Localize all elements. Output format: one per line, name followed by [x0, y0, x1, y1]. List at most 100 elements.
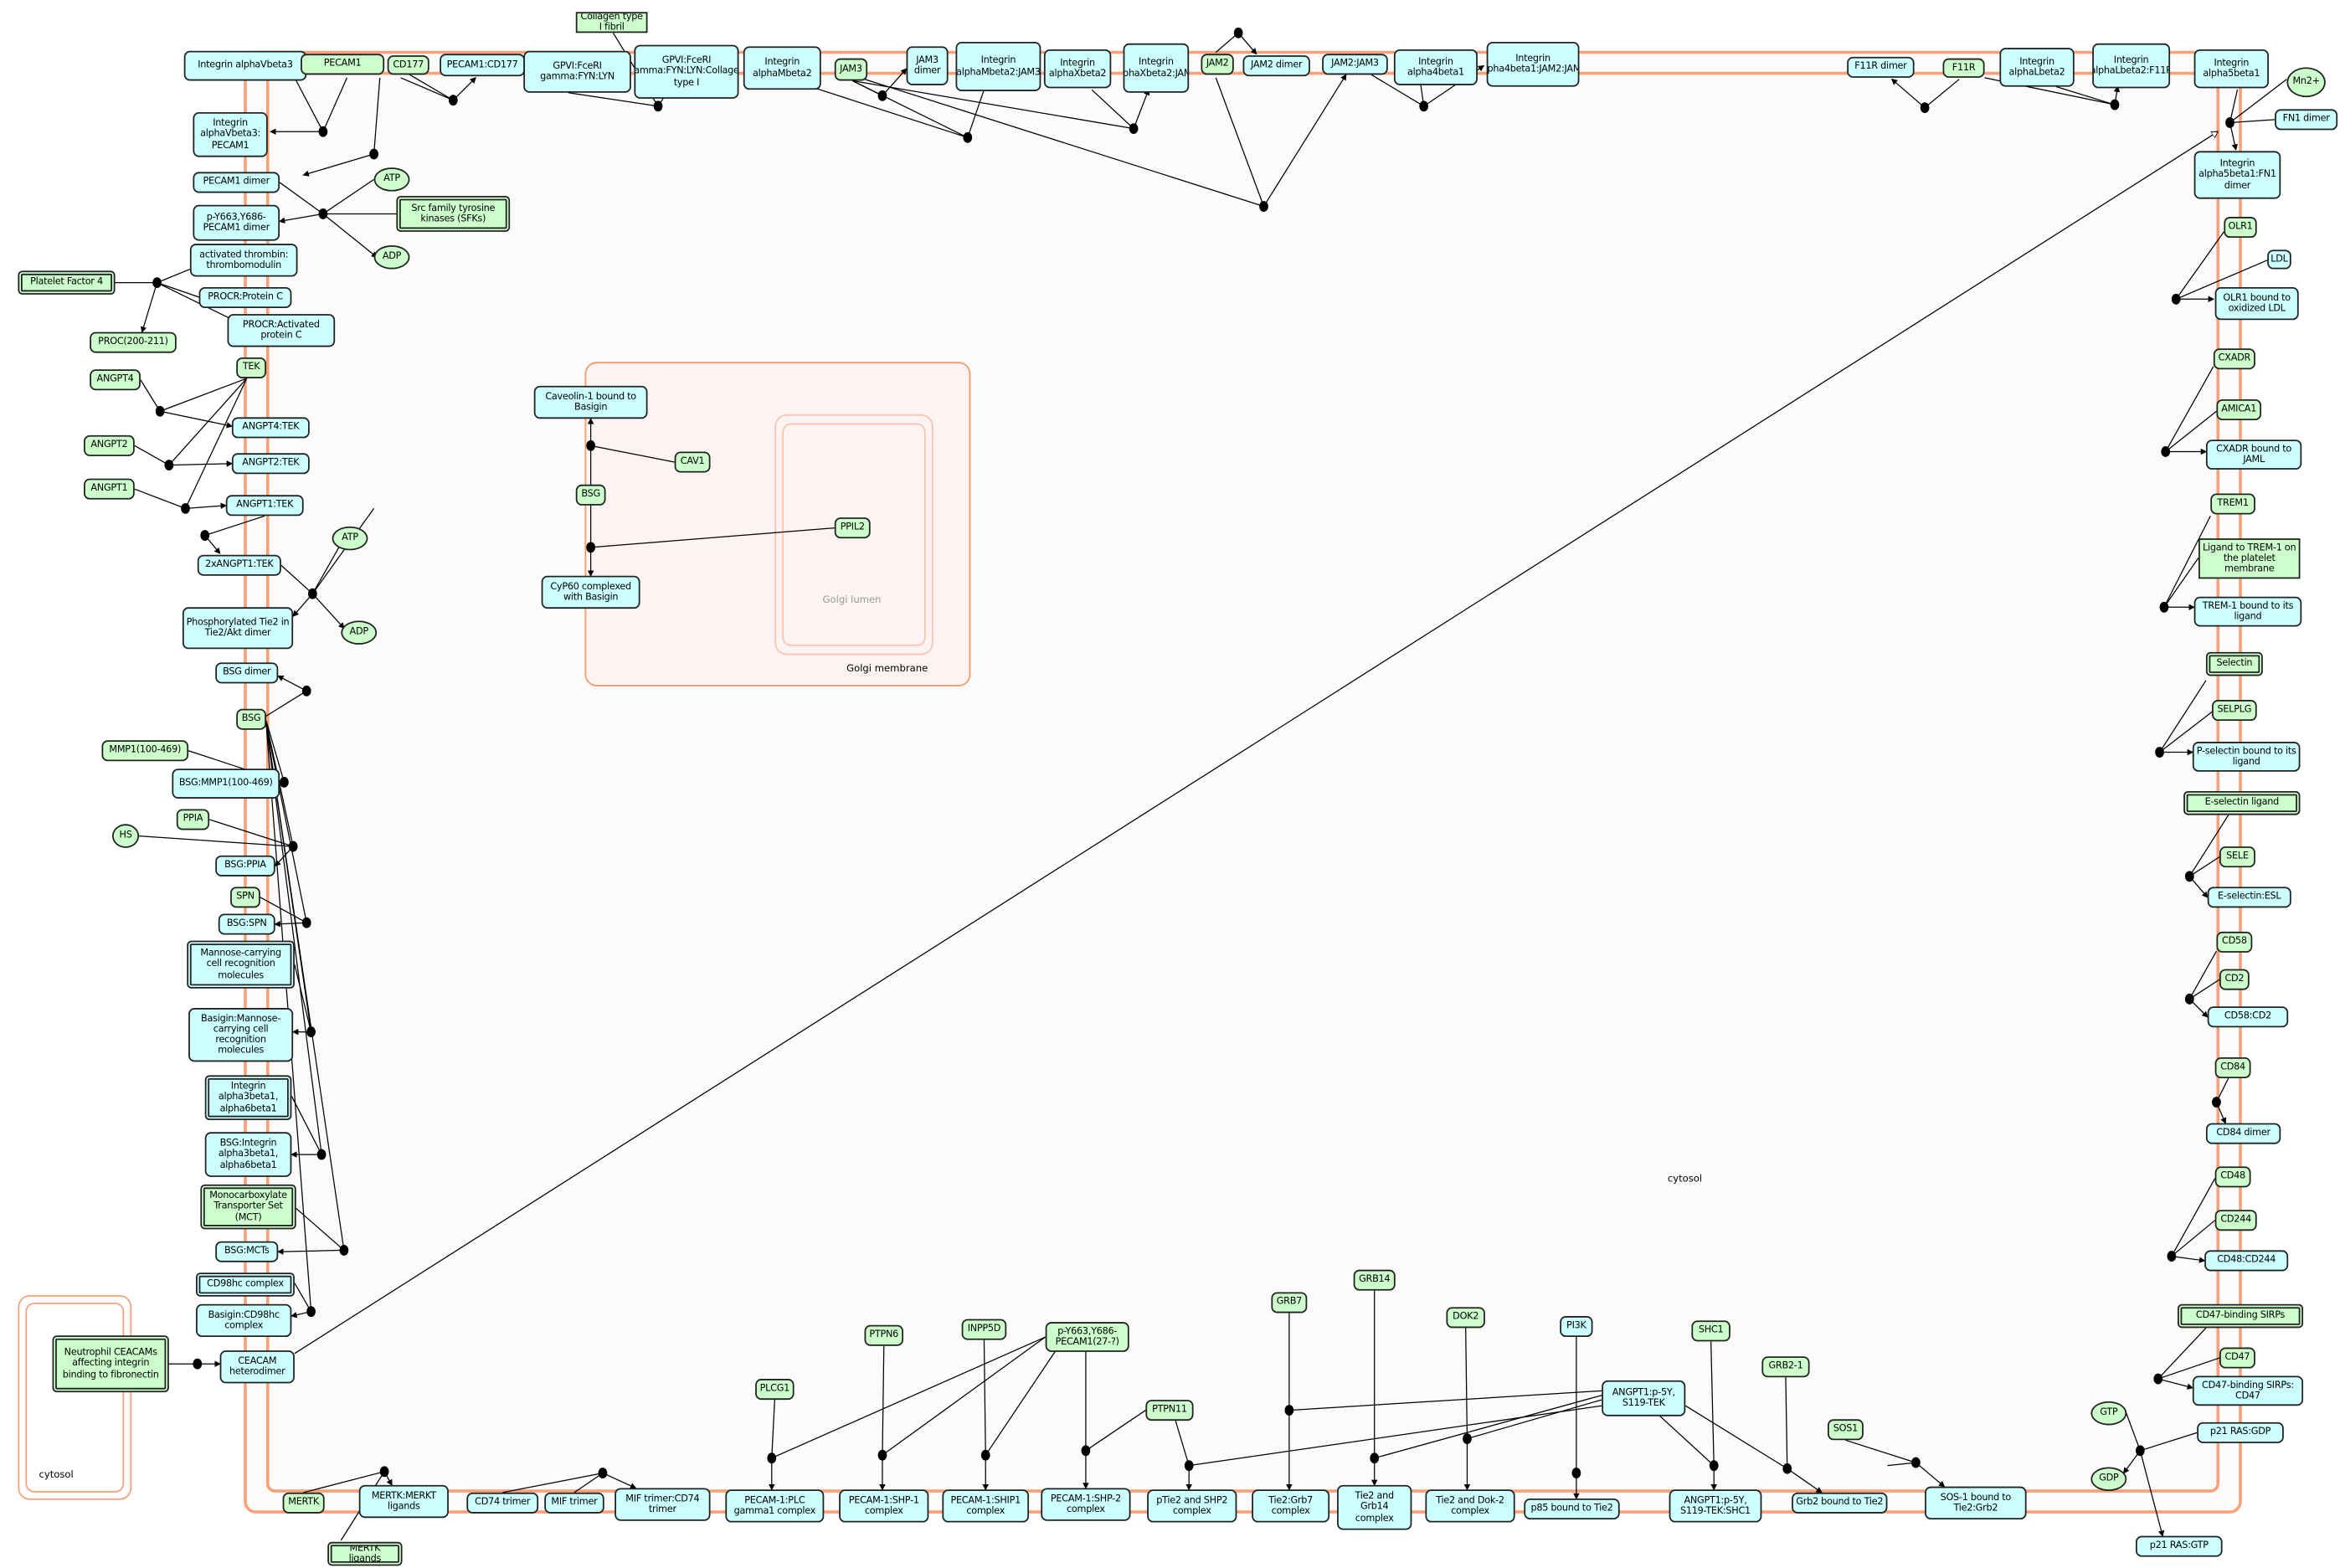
node-cav1[interactable]: CAV1 — [674, 451, 711, 473]
node-cxadr[interactable]: CXADR — [2213, 348, 2255, 370]
node-p-y663-y686-pecam1-27[interactable]: p-Y663,Y686-PECAM1(27-?) — [1045, 1322, 1129, 1352]
node-pi3k[interactable]: PI3K — [1560, 1316, 1593, 1338]
node-angpt2-tek[interactable]: ANGPT2:TEK — [231, 453, 310, 475]
node-selplg[interactable]: SELPLG — [2212, 700, 2257, 722]
node-integrin-alpha5beta1-fn1-dimer[interactable]: Integrin alpha5beta1:FN1 dimer — [2193, 151, 2281, 199]
node-activated-thrombin-thrombomodulin[interactable]: activated thrombin: thrombomodulin — [189, 244, 298, 277]
node-mif-trimer-cd74-trimer[interactable]: MIF trimer:CD74 trimer — [615, 1488, 711, 1521]
node-grb7[interactable]: GRB7 — [1271, 1292, 1308, 1314]
node-basigin-cd98hc-complex[interactable]: Basigin:CD98hc complex — [196, 1303, 292, 1338]
node-integrin-alphavbeta3[interactable]: Integrin alphaVbeta3 — [183, 50, 307, 81]
node-cd48-cd244[interactable]: CD48:CD244 — [2204, 1250, 2289, 1272]
node-bsg[interactable]: BSG — [575, 484, 606, 506]
node-olr1-bound-to-oxidized-ldl[interactable]: OLR1 bound to oxidized LDL — [2214, 286, 2299, 321]
node-cd244[interactable]: CD244 — [2214, 1210, 2257, 1231]
node-bsg[interactable]: BSG — [236, 708, 266, 730]
node-mertk-merkt-ligands[interactable]: MERTK:MERKT ligands — [358, 1484, 449, 1519]
node-p-y663-y686-pecam1-dimer[interactable]: p-Y663,Y686-PECAM1 dimer — [193, 204, 280, 241]
node-e-selectin-ligand[interactable]: E-selectin ligand — [2183, 791, 2301, 815]
node-bsg-mcts[interactable]: BSG:MCTs — [215, 1241, 279, 1262]
node-procr-activated-protein-c[interactable]: PROCR:Activated protein C — [227, 314, 336, 347]
node-angpt1-tek[interactable]: ANGPT1:TEK — [225, 495, 304, 517]
node-fn1-dimer[interactable]: FN1 dimer — [2275, 109, 2338, 131]
node-jam3-dimer[interactable]: JAM3 dimer — [906, 46, 949, 85]
node-mmp1-100-469[interactable]: MMP1(100-469) — [101, 740, 189, 762]
node-grb2-bound-to-tie2[interactable]: Grb2 bound to Tie2 — [1792, 1492, 1888, 1514]
node-integrin-alphalbeta2[interactable]: Integrin alphaLbeta2 — [1999, 48, 2075, 87]
node-sele[interactable]: SELE — [2219, 846, 2255, 868]
node-grb2-1[interactable]: GRB2-1 — [1761, 1356, 1810, 1378]
node-p85-bound-to-tie2[interactable]: p85 bound to Tie2 — [1524, 1498, 1620, 1519]
node-integrin-alphambeta2-jam3[interactable]: Integrin alphaMbeta2:JAM3 — [955, 42, 1041, 91]
node-bsg-ppia[interactable]: BSG:PPIA — [215, 855, 275, 877]
node-mif-trimer[interactable]: MIF trimer — [544, 1492, 604, 1514]
node-grb14[interactable]: GRB14 — [1353, 1269, 1396, 1291]
node-amica1[interactable]: AMICA1 — [2216, 398, 2262, 420]
node-neutrophil-ceacams-affecting-integrin-binding-to-fibronectin[interactable]: Neutrophil CEACAMs affecting integrin bi… — [52, 1335, 169, 1393]
node-mn2[interactable]: Mn2+ — [2286, 67, 2326, 98]
node-integrin-alpha4beta1[interactable]: Integrin alpha4beta1 — [1393, 49, 1478, 85]
node-angpt1-p-5y-s119-tek[interactable]: ANGPT1:p-5Y, S119-TEK — [1602, 1380, 1686, 1416]
node-ptpn11[interactable]: PTPN11 — [1145, 1400, 1194, 1421]
node-angpt4[interactable]: ANGPT4 — [90, 369, 141, 391]
node-selectin[interactable]: Selectin — [2205, 651, 2263, 676]
node-cd48[interactable]: CD48 — [2214, 1166, 2251, 1188]
node-jam2[interactable]: JAM2 — [1201, 54, 1234, 75]
node-2xangpt1-tek[interactable]: 2xANGPT1:TEK — [197, 554, 281, 576]
node-bsg-mmp1-100-469[interactable]: BSG:MMP1(100-469) — [172, 769, 280, 799]
node-mertk[interactable]: MERTK — [282, 1492, 325, 1514]
node-cd177[interactable]: CD177 — [387, 55, 429, 75]
node-f11r-dimer[interactable]: F11R dimer — [1847, 56, 1915, 78]
node-dok2[interactable]: DOK2 — [1446, 1307, 1485, 1329]
node-tie2-grb7-complex[interactable]: Tie2:Grb7 complex — [1252, 1489, 1330, 1523]
node-collagen-type-i-fibril[interactable]: Collagen type I fibril — [575, 12, 648, 33]
node-angpt1-p-5y-s119-tek-shc1[interactable]: ANGPT1:p-5Y, S119-TEK:SHC1 — [1669, 1489, 1762, 1523]
node-integrin-alpha5beta1[interactable]: Integrin alpha5beta1 — [2193, 49, 2269, 89]
node-pecam-1-ship1-complex[interactable]: PECAM-1:SHIP1 complex — [942, 1489, 1030, 1523]
node-trem-1-bound-to-its-ligand[interactable]: TREM-1 bound to its ligand — [2193, 596, 2302, 627]
node-gpvi-fceri-gamma-fyn-lyn[interactable]: GPVI:FceRI gamma:FYN:LYN — [523, 50, 631, 93]
node-shc1[interactable]: SHC1 — [1691, 1320, 1730, 1342]
node-ppil2[interactable]: PPIL2 — [834, 517, 871, 539]
node-platelet-factor-4[interactable]: Platelet Factor 4 — [18, 270, 116, 295]
node-tie2-and-dok-2-complex[interactable]: Tie2 and Dok-2 complex — [1425, 1489, 1515, 1523]
node-sos1[interactable]: SOS1 — [1827, 1419, 1864, 1441]
node-p21-ras-gdp[interactable]: p21 RAS:GDP — [2197, 1421, 2284, 1443]
node-olr1[interactable]: OLR1 — [2224, 217, 2257, 239]
node-jam2-jam3[interactable]: JAM2:JAM3 — [1322, 54, 1388, 75]
node-cd47-binding-sirps-cd47[interactable]: CD47-binding SIRPs: CD47 — [2192, 1375, 2304, 1406]
node-angpt1[interactable]: ANGPT1 — [84, 478, 135, 500]
node-cd84-dimer[interactable]: CD84 dimer — [2205, 1123, 2281, 1144]
node-spn[interactable]: SPN — [230, 887, 260, 908]
node-adp[interactable]: ADP — [373, 244, 410, 270]
node-integrin-alphalbeta2-f11r[interactable]: Integrin alphaLbeta2:F11R — [2092, 43, 2171, 89]
node-src-family-tyrosine-kinases-sfks[interactable]: Src family tyrosine kinases (SFKs) — [396, 196, 511, 232]
node-tek[interactable]: TEK — [236, 357, 266, 378]
node-proc-200-211[interactable]: PROC(200-211) — [90, 332, 177, 353]
node-sos-1-bound-to-tie2-grb2[interactable]: SOS-1 bound to Tie2:Grb2 — [1925, 1486, 2027, 1519]
node-bsg-spn[interactable]: BSG:SPN — [218, 913, 275, 935]
node-ptie2-and-shp2-complex[interactable]: pTie2 and SHP2 complex — [1147, 1489, 1237, 1523]
node-adp[interactable]: ADP — [341, 620, 378, 645]
node-ppia[interactable]: PPIA — [176, 809, 210, 830]
node-monocarboxylate-transporter-set-mct[interactable]: Monocarboxylate Transporter Set (MCT) — [200, 1184, 296, 1230]
node-phosphorylated-tie2-in-tie2-akt-dimer[interactable]: Phosphorylated Tie2 in Tie2/Akt dimer — [182, 607, 294, 650]
node-inpp5d[interactable]: INPP5D — [961, 1319, 1007, 1340]
node-cxadr-bound-to-jaml[interactable]: CXADR bound to JAML — [2205, 440, 2302, 470]
node-f11r[interactable]: F11R — [1942, 58, 1985, 78]
node-bsg-dimer[interactable]: BSG dimer — [215, 662, 279, 684]
node-ptpn6[interactable]: PTPN6 — [864, 1324, 903, 1346]
node-pecam-1-plc-gamma1-complex[interactable]: PECAM-1:PLC gamma1 complex — [725, 1489, 825, 1523]
node-gdp[interactable]: GDP — [2090, 1467, 2127, 1492]
node-cd98hc-complex[interactable]: CD98hc complex — [196, 1272, 295, 1297]
node-angpt4-tek[interactable]: ANGPT4:TEK — [231, 417, 310, 439]
node-cd74-trimer[interactable]: CD74 trimer — [466, 1492, 539, 1514]
node-integrin-alphaxbeta2-jam3[interactable]: Integrin alphaXbeta2:JAM3 — [1123, 43, 1190, 93]
node-pecam-1-shp-1-complex[interactable]: PECAM-1:SHP-1 complex — [839, 1489, 929, 1523]
node-integrin-alpha3beta1-alpha6beta1[interactable]: Integrin alpha3beta1, alpha6beta1 — [204, 1075, 292, 1121]
node-pecam1-dimer[interactable]: PECAM1 dimer — [193, 172, 280, 193]
node-trem1[interactable]: TREM1 — [2210, 493, 2255, 515]
node-ldl[interactable]: LDL — [2267, 249, 2291, 270]
node-cd47-binding-sirps[interactable]: CD47-binding SIRPs — [2177, 1303, 2304, 1329]
node-p21-ras-gtp[interactable]: p21 RAS:GTP — [2135, 1535, 2223, 1557]
